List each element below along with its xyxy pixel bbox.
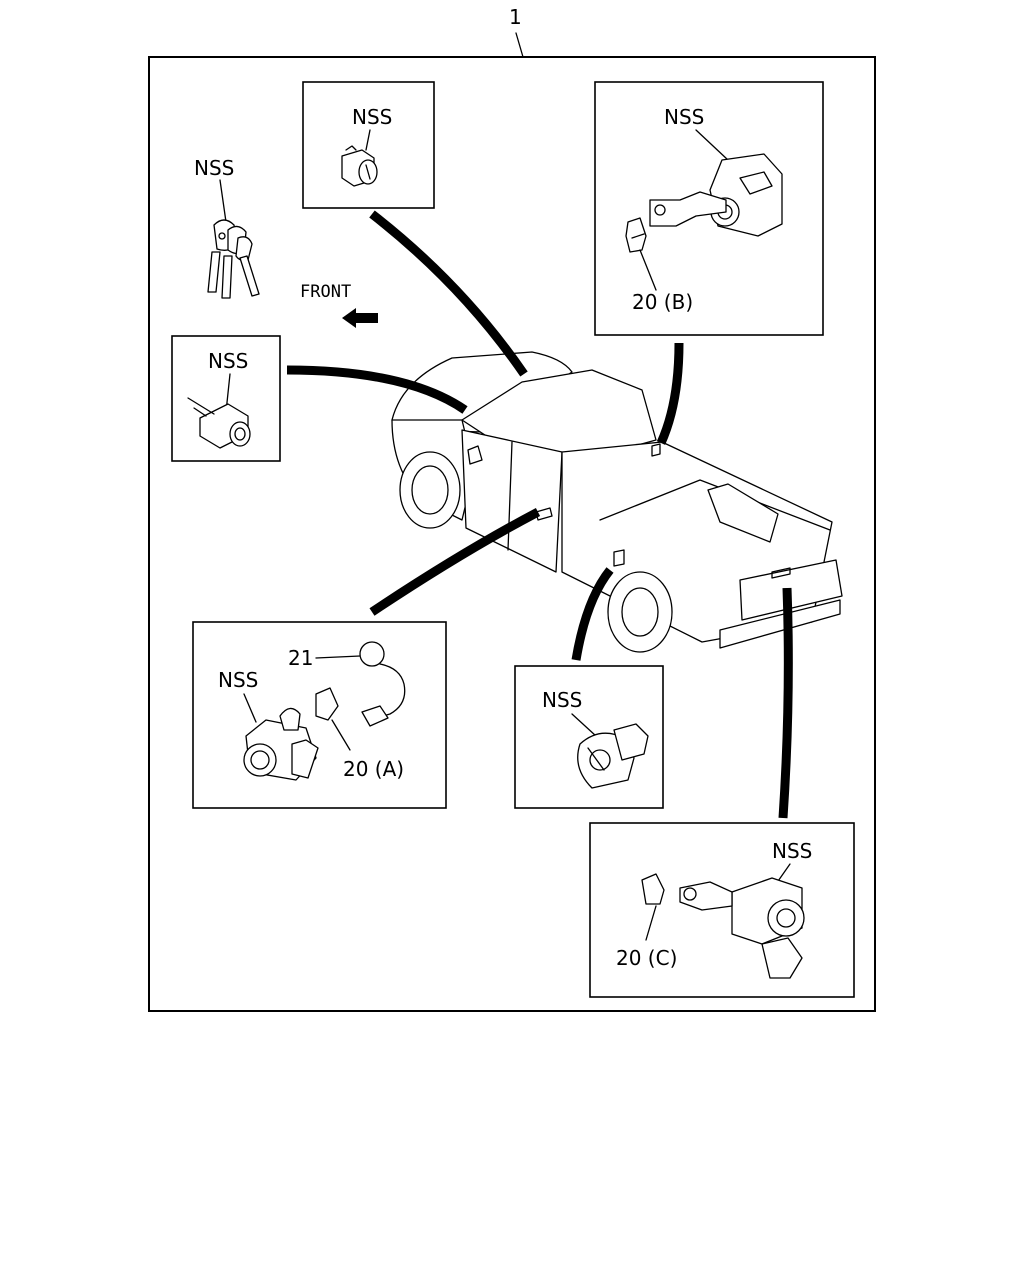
rear-door-nss-label: NSS (664, 105, 704, 129)
rear-door-lock-illustration (625, 153, 783, 253)
leader-rear-door (656, 342, 684, 445)
tailgate-clip-label: 20 (C) (616, 946, 677, 970)
ignition-lock-illustration (187, 397, 251, 449)
front-door-lock-illustration (243, 641, 406, 781)
assembly-leader-line (515, 32, 524, 58)
leader-front-door (369, 508, 541, 616)
front-arrow-icon (342, 308, 378, 328)
box-ignition (171, 335, 281, 462)
front-direction-label: FRONT (300, 282, 351, 302)
keys-nss-label: NSS (194, 156, 234, 180)
pickup-truck-illustration (391, 351, 843, 653)
box-tailgate-lock (589, 822, 855, 998)
leader-lock-cylinder (369, 210, 528, 377)
fuel-nss-label: NSS (542, 688, 582, 712)
leader-fuel (571, 567, 614, 661)
lock-cylinder-nss-label: NSS (352, 105, 392, 129)
front-door-clip-label: 20 (A) (343, 757, 404, 781)
tailgate-nss-label: NSS (772, 839, 812, 863)
fuel-lid-lock-illustration (577, 723, 649, 789)
box-rear-door-lock (594, 81, 824, 336)
tailgate-lock-illustration (641, 873, 805, 979)
box-lock-cylinder (302, 81, 435, 209)
leader-tailgate (778, 587, 793, 819)
leader-ignition (286, 365, 468, 414)
box-front-door-lock (192, 621, 447, 809)
assembly-callout-number: 1 (509, 5, 522, 29)
front-door-nss-label: NSS (218, 668, 258, 692)
ignition-nss-label: NSS (208, 349, 248, 373)
rear-door-clip-label: 20 (B) (632, 290, 693, 314)
front-door-wire-label: 21 (288, 646, 313, 670)
assembly-frame (148, 56, 876, 1012)
box-fuel-lid (514, 665, 664, 809)
lock-cylinder-illustration (341, 145, 378, 187)
key-set-illustration: NSS (194, 156, 260, 299)
